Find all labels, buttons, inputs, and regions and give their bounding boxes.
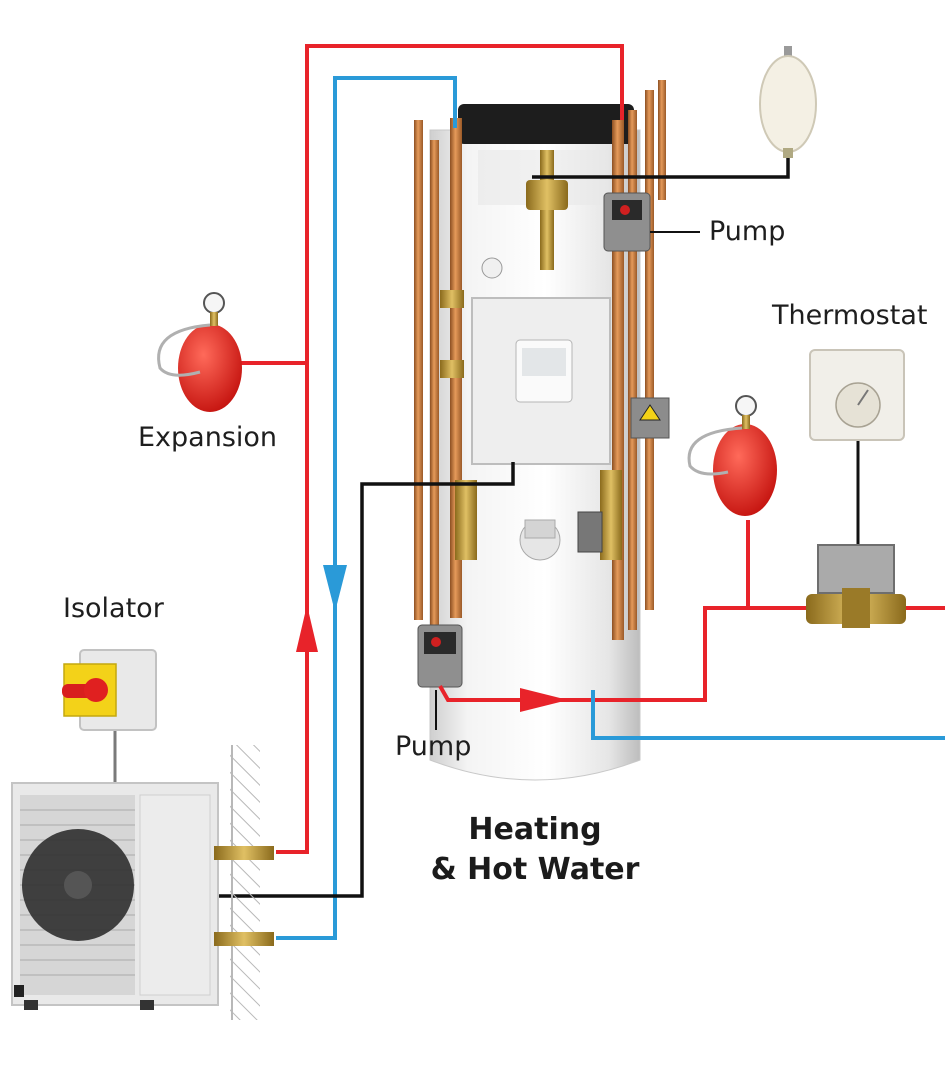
- heating-expansion-vessel-right: [687, 395, 777, 516]
- room-thermostat: [809, 349, 905, 441]
- return-pipework: [276, 76, 945, 940]
- top-circulating-pump: [603, 192, 651, 252]
- diagram-title-line2: & Hot Water: [430, 852, 640, 887]
- outdoor-heat-pump-unit: [11, 782, 274, 1010]
- flow-right-arrow: [520, 688, 568, 712]
- potable-expansion-vessel: [759, 46, 817, 158]
- return-down-arrow: [323, 565, 347, 612]
- bottom-circulating-pump: [417, 624, 463, 688]
- top-pump-label: Pump: [709, 216, 786, 247]
- heating-expansion-vessel-left: [157, 292, 242, 412]
- wall-hatching: [230, 745, 260, 1020]
- bottom-pump-label: Pump: [395, 731, 472, 762]
- motorised-zone-valve: [806, 544, 906, 628]
- control-panel: [471, 297, 611, 465]
- diagram-title-line1: Heating: [468, 812, 602, 847]
- cylinder-pipework: [414, 80, 666, 640]
- thermostat-label: Thermostat: [772, 300, 928, 331]
- isolator-label: Isolator: [63, 593, 164, 624]
- control-wiring: [113, 150, 860, 898]
- expansion-label: Expansion: [138, 422, 278, 453]
- flow-pipework: [236, 44, 945, 854]
- flow-up-arrow: [296, 605, 318, 652]
- junction-box: [577, 397, 670, 553]
- isolator-switch: [62, 649, 157, 731]
